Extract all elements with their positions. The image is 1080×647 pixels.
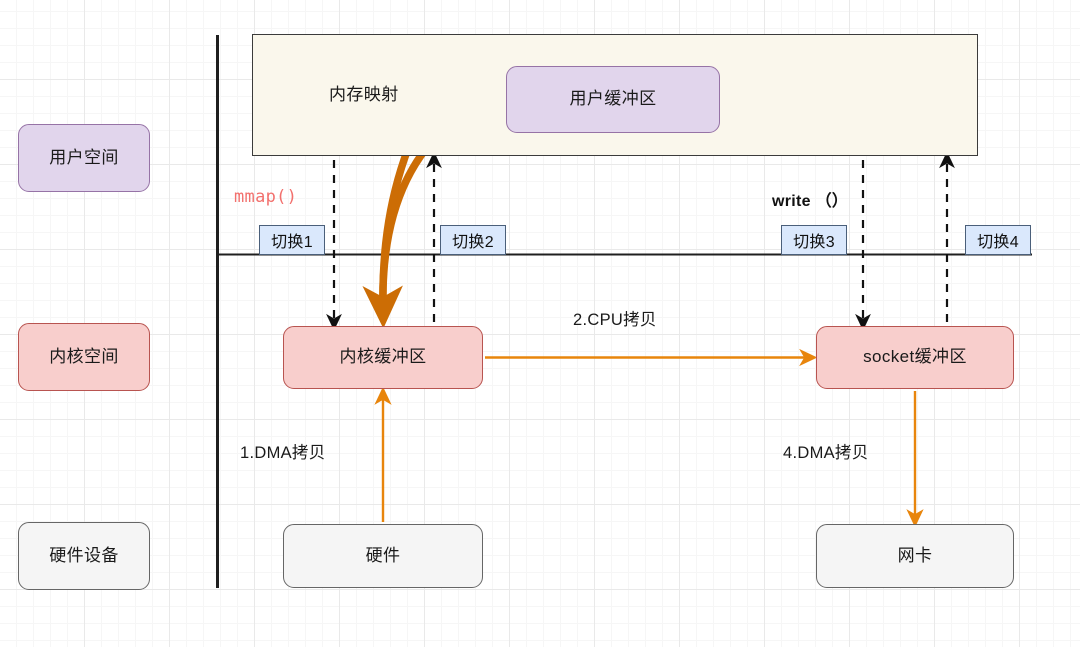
legend-hardware-device[interactable]: 硬件设备 — [18, 522, 150, 590]
switch-4-chip[interactable]: 切换4 — [965, 225, 1031, 255]
cpu-copy-2-label: 2.CPU拷贝 — [573, 311, 657, 329]
legend-hardware-device-label: 硬件设备 — [49, 545, 119, 565]
kernel-buffer-label: 内核缓冲区 — [339, 347, 427, 367]
nic-node[interactable]: 网卡 — [816, 524, 1014, 588]
switch-1-label: 切换1 — [271, 234, 313, 251]
switch-2-chip[interactable]: 切换2 — [440, 225, 506, 255]
switch-3-chip[interactable]: 切换3 — [781, 225, 847, 255]
switch-3-label: 切换3 — [793, 234, 835, 251]
legend-user-space[interactable]: 用户空间 — [18, 124, 150, 192]
nic-label: 网卡 — [897, 545, 933, 565]
legend-user-space-label: 用户空间 — [49, 147, 119, 167]
user-buffer-node[interactable]: 用户缓冲区 — [506, 66, 720, 133]
hardware-node[interactable]: 硬件 — [283, 524, 483, 588]
user-buffer-label: 用户缓冲区 — [569, 89, 657, 109]
socket-buffer-label: socket缓冲区 — [863, 347, 967, 367]
mmap-syscall-label: mmap() — [234, 187, 298, 207]
switch-1-chip[interactable]: 切换1 — [259, 225, 325, 255]
dma-copy-1-label: 1.DMA拷贝 — [240, 444, 326, 462]
write-syscall-label: write （） — [772, 193, 849, 210]
legend-kernel-space-label: 内核空间 — [49, 346, 119, 366]
switch-2-label: 切换2 — [452, 234, 494, 251]
hardware-label: 硬件 — [365, 545, 401, 565]
switch-4-label: 切换4 — [977, 234, 1019, 251]
dma-copy-4-label: 4.DMA拷贝 — [783, 444, 869, 462]
socket-buffer-node[interactable]: socket缓冲区 — [816, 326, 1014, 389]
memory-mapping-label: 内存映射 — [329, 85, 399, 104]
legend-kernel-space[interactable]: 内核空间 — [18, 323, 150, 391]
kernel-buffer-node[interactable]: 内核缓冲区 — [283, 326, 483, 389]
